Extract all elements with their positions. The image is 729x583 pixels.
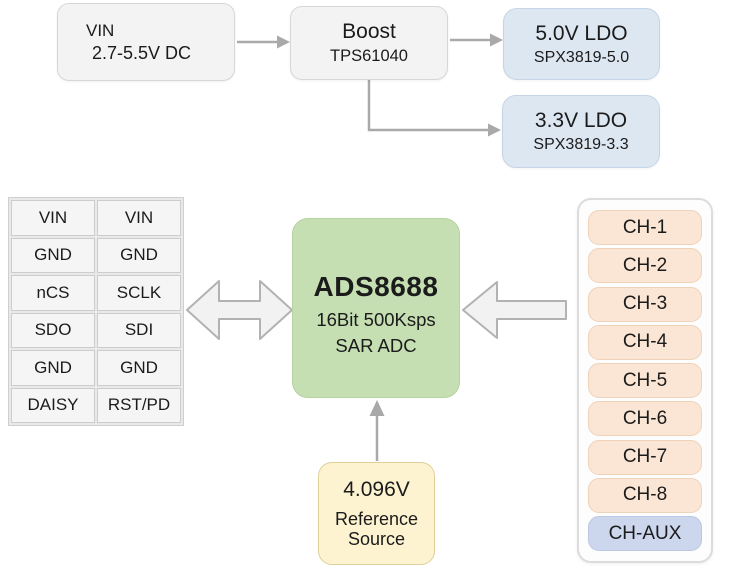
pin-cell: VIN — [97, 200, 181, 236]
pin-header-table: VIN VIN GND GND nCS SCLK SDO SDI GND G — [8, 197, 184, 426]
pin-cell: GND — [11, 350, 95, 386]
pin-cell: SCLK — [97, 275, 181, 311]
table-row: DAISY RST/PD — [11, 387, 181, 423]
table-row: SDO SDI — [11, 312, 181, 348]
pin-cell: DAISY — [11, 387, 95, 423]
ldo-5v-box: 5.0V LDO SPX3819-5.0 — [503, 8, 660, 80]
table-row: VIN VIN — [11, 200, 181, 236]
pin-cell: VIN — [11, 200, 95, 236]
arrow-vin-to-boost-icon — [237, 35, 290, 49]
channel-item-ch6: CH-6 — [588, 401, 702, 437]
ldo-3v3-title: 3.3V LDO — [534, 109, 628, 132]
vin-title: VIN — [86, 20, 115, 40]
adc-spec-line1: 16Bit 500Ksps — [316, 309, 436, 330]
ldo-3v3-part-number: SPX3819-3.3 — [533, 136, 629, 153]
ldo-5v-part-number: SPX3819-5.0 — [533, 48, 630, 66]
channel-item-ch3: CH-3 — [588, 286, 702, 322]
channel-label: CH-3 — [622, 293, 668, 314]
channel-label: CH-8 — [622, 484, 668, 506]
arrow-boost-to-5v-ldo-icon — [450, 33, 503, 47]
vin-range: 2.7-5.5V DC — [92, 42, 192, 63]
channel-label: CH-4 — [622, 331, 668, 353]
channel-label: CH-2 — [622, 254, 668, 276]
channel-label: CH-AUX — [608, 522, 682, 544]
channel-item-ch5: CH-5 — [588, 363, 702, 398]
channel-label: CH-7 — [622, 446, 668, 467]
channel-item-ch4: CH-4 — [588, 324, 702, 360]
boost-title: Boost — [342, 20, 396, 43]
table-row: nCS SCLK — [11, 275, 181, 311]
pin-cell: nCS — [11, 275, 95, 311]
channel-item-chaux: CH-AUX — [588, 516, 702, 551]
reference-voltage: 4.096V — [343, 478, 410, 502]
pin-cell: SDI — [97, 312, 181, 348]
pin-cell: RST/PD — [97, 387, 181, 423]
channel-panel: CH-1 CH-2 CH-3 CH-4 CH-5 CH-6 CH-7 CH-8 … — [577, 198, 713, 563]
channel-item-ch8: CH-8 — [588, 477, 702, 513]
channel-item-ch2: CH-2 — [588, 248, 702, 284]
arrow-reference-to-adc-icon — [369, 400, 385, 461]
reference-label-line1: Reference — [334, 509, 419, 530]
block-arrow-channels-to-adc-icon — [462, 281, 567, 339]
channel-item-ch1: CH-1 — [588, 210, 702, 245]
adc-part-number: ADS8688 — [313, 271, 439, 302]
block-arrow-spi-bidirectional-icon — [186, 280, 293, 340]
boost-converter-box: Boost TPS61040 — [290, 6, 448, 80]
reference-label-line2: Source — [347, 528, 406, 549]
pin-cell: GND — [11, 237, 95, 273]
pin-cell: GND — [97, 237, 181, 273]
table-row: GND GND — [11, 237, 181, 273]
arrow-boost-to-3v3-ldo-icon — [367, 80, 501, 137]
channel-label: CH-5 — [622, 369, 668, 391]
pin-cell: GND — [97, 350, 181, 386]
adc-box: ADS8688 16Bit 500Ksps SAR ADC — [292, 218, 460, 398]
vin-input-box: VIN 2.7-5.5V DC — [57, 3, 235, 81]
adc-spec-line2: SAR ADC — [335, 335, 417, 356]
ldo-3v3-box: 3.3V LDO SPX3819-3.3 — [502, 95, 660, 168]
ldo-5v-title: 5.0V LDO — [535, 21, 628, 45]
channel-item-ch7: CH-7 — [588, 439, 702, 475]
boost-part-number: TPS61040 — [330, 47, 408, 65]
channel-label: CH-6 — [622, 407, 668, 429]
reference-source-box: 4.096V Reference Source — [318, 462, 435, 565]
table-row: GND GND — [11, 350, 181, 386]
pin-cell: SDO — [11, 312, 95, 348]
channel-label: CH-1 — [622, 216, 668, 238]
